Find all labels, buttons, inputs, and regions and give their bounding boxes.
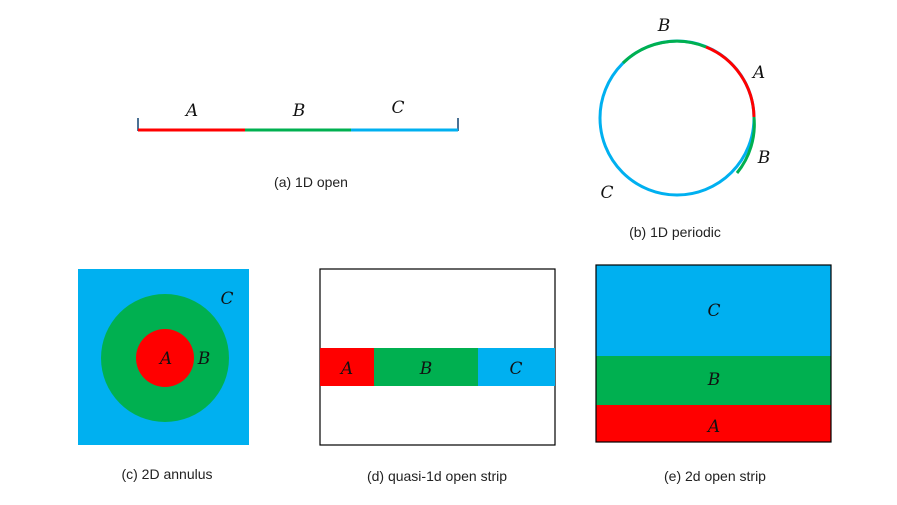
caption: (c) 2D annulus bbox=[121, 466, 212, 482]
caption: (b) 1D periodic bbox=[629, 224, 721, 240]
label-b: B bbox=[292, 101, 306, 121]
panel-2d-strip: C B A (e) 2d open strip bbox=[595, 264, 832, 484]
label-a: A bbox=[706, 417, 720, 437]
label-a: A bbox=[158, 349, 172, 369]
label-b: B bbox=[197, 349, 211, 369]
label-b: B bbox=[419, 359, 433, 379]
arc-a bbox=[705, 45, 756, 118]
region-a bbox=[136, 329, 194, 387]
region-b bbox=[596, 356, 831, 405]
label-c: C bbox=[220, 289, 233, 309]
label-a: A bbox=[339, 359, 353, 379]
label-c: C bbox=[707, 301, 720, 321]
caption: (d) quasi-1d open strip bbox=[367, 468, 507, 484]
arc-b-top bbox=[621, 39, 707, 65]
label-b-right: B bbox=[757, 148, 771, 168]
caption: (e) 2d open strip bbox=[664, 468, 766, 484]
label-c: C bbox=[391, 98, 404, 118]
region-b bbox=[374, 348, 478, 386]
label-b-top: B bbox=[657, 16, 671, 36]
panel-1d-periodic: B A B C (b) 1D periodic bbox=[598, 16, 771, 240]
caption: (a) 1D open bbox=[274, 174, 348, 190]
label-a: A bbox=[751, 63, 765, 83]
label-c: C bbox=[509, 359, 522, 379]
label-c: C bbox=[600, 183, 613, 203]
frame bbox=[595, 264, 832, 443]
label-a: A bbox=[184, 101, 198, 121]
arc-b-right bbox=[735, 116, 756, 174]
region-c bbox=[478, 348, 555, 386]
region-a bbox=[320, 348, 374, 386]
panel-2d-annulus: A B C (c) 2D annulus bbox=[78, 269, 249, 482]
region-c bbox=[596, 265, 831, 356]
panel-1d-open: A B C (a) 1D open bbox=[137, 98, 459, 190]
panel-quasi-1d-strip: A B C (d) quasi-1d open strip bbox=[319, 268, 556, 484]
region-a bbox=[596, 405, 831, 442]
label-b: B bbox=[707, 370, 721, 390]
